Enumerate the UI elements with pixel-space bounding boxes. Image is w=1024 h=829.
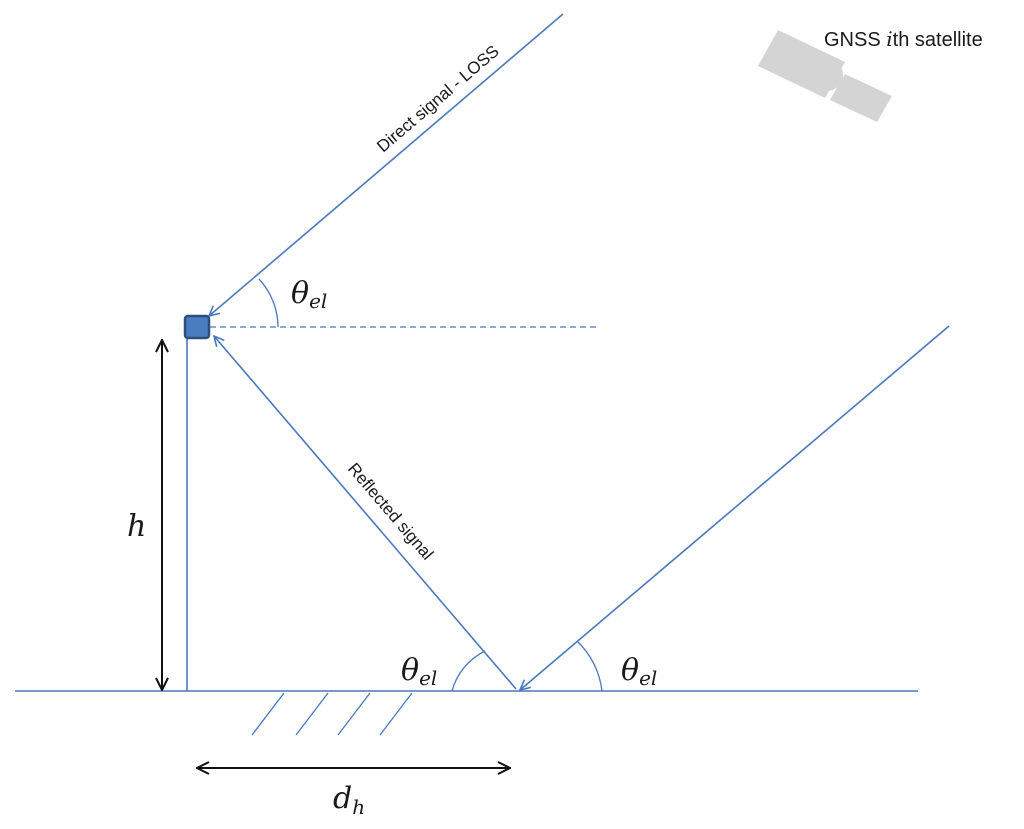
satellite-icon (758, 30, 892, 122)
ground-hatching (251, 692, 413, 736)
distance-label: dh (333, 781, 365, 819)
receiver-antenna (183, 314, 211, 340)
direct-signal-ray (209, 13, 564, 316)
theta-el-label-direct: θel (291, 276, 327, 313)
elevation-angle-arc-direct (258, 278, 279, 328)
satellite-label: GNSS ith satellite (824, 27, 983, 51)
elevation-angle-arc-reflected (451, 650, 486, 692)
incident-signal-ray (520, 325, 950, 690)
direct-signal-label: Direct signal - LOSS (373, 42, 502, 156)
theta-el-label-reflected: θel (401, 653, 437, 690)
theta-el-label-incident: θel (621, 653, 657, 690)
reflected-signal-label: Reflected signal (344, 459, 437, 563)
height-label: h (127, 509, 146, 544)
elevation-angle-arc-incident (577, 641, 603, 692)
reflected-signal-ray (214, 336, 517, 690)
